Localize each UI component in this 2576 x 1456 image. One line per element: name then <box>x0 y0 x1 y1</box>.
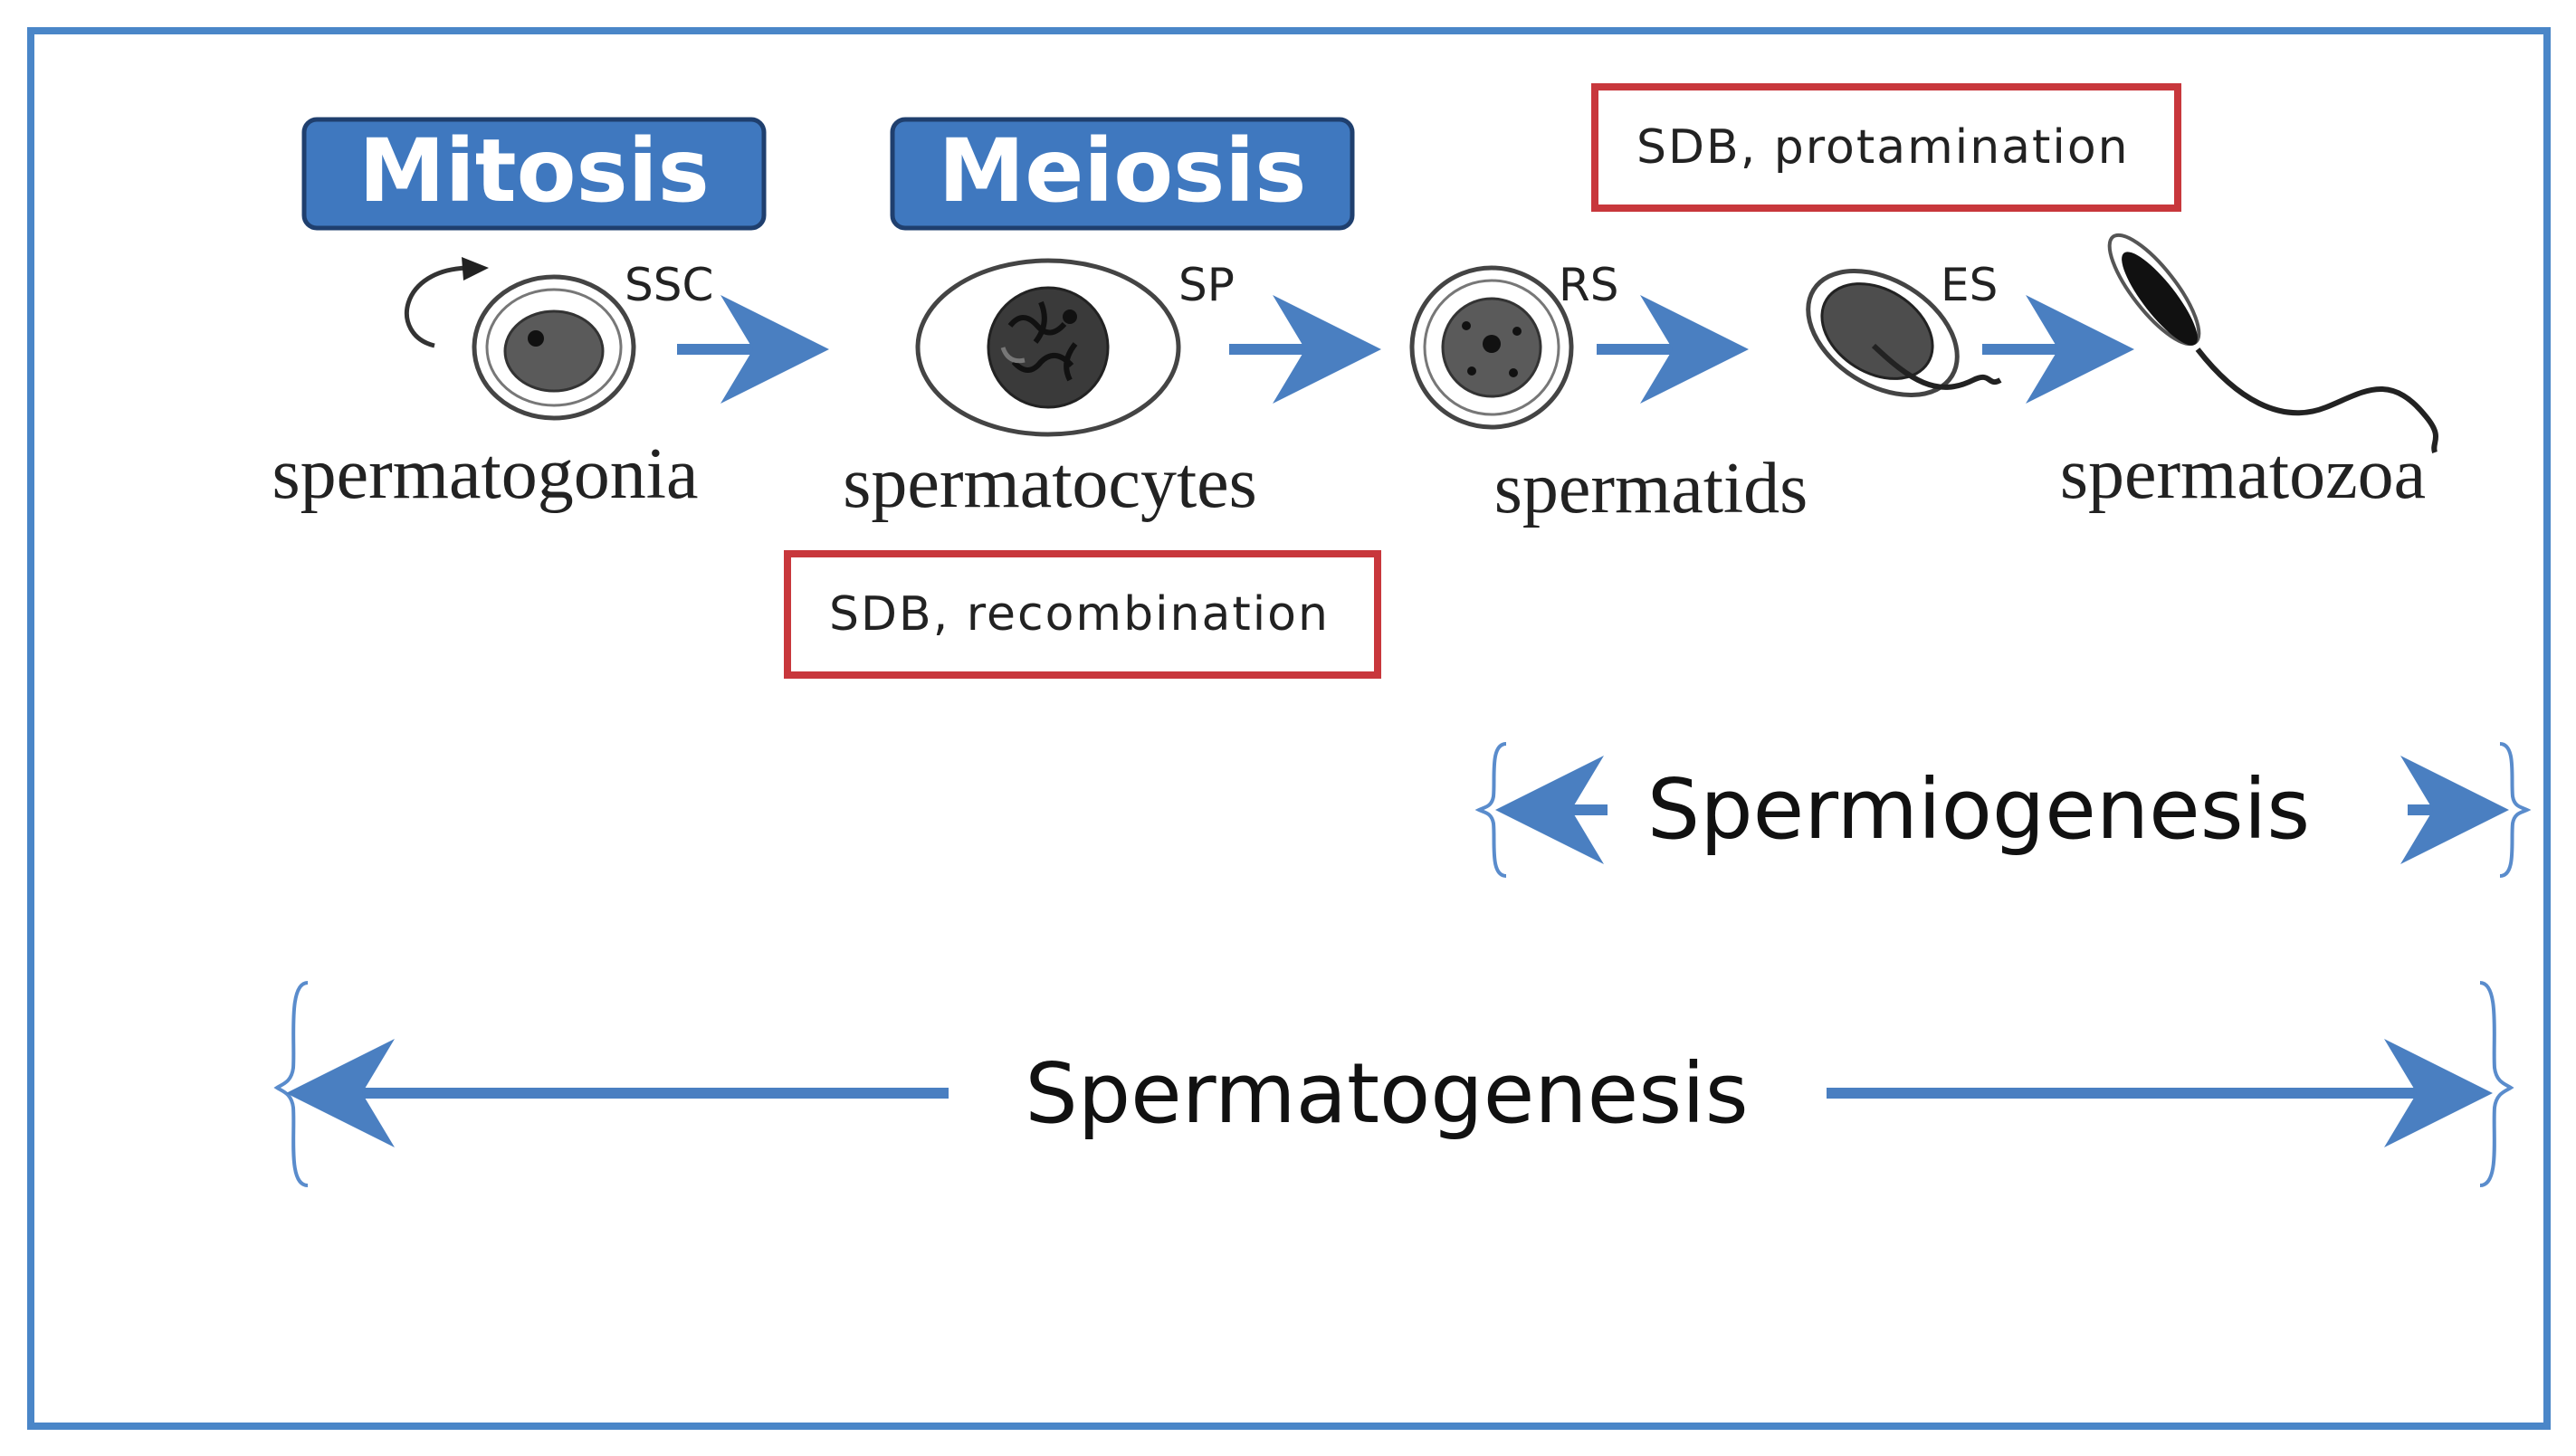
ssc-code: SSC <box>625 259 713 311</box>
es-code: ES <box>1941 259 1998 311</box>
spermiogenesis-span <box>1474 742 2532 878</box>
spermatocytes-label: spermatocytes <box>843 443 1257 523</box>
sperm-head <box>2122 252 2198 346</box>
spermatogenesis-label: Spermatogenesis <box>1025 1045 1748 1142</box>
mitosis-label: Mitosis <box>358 120 709 222</box>
ssc-cell <box>404 257 636 421</box>
sp-nucleus <box>987 286 1110 409</box>
spermatids-label: spermatids <box>1494 449 1808 528</box>
spermiogenesis-right-brace <box>2499 742 2532 878</box>
diagram-frame <box>27 27 2551 1430</box>
es-cell <box>1806 268 2002 398</box>
spermatogonia-label: spermatogonia <box>272 434 699 514</box>
protamination-text: SDB, protamination <box>1636 120 2130 175</box>
spermatogenesis-right-brace <box>2479 981 2514 1187</box>
meiosis-badge: Meiosis <box>890 117 1355 231</box>
rs-cell <box>1409 265 1574 430</box>
self-renewal-arrow-icon <box>404 265 472 348</box>
sp-code: SP <box>1178 259 1235 311</box>
rs-code: RS <box>1559 259 1618 311</box>
es-nucleus <box>1820 282 1934 380</box>
spermatozoon <box>2107 233 2438 453</box>
recombination-annotation: SDB, recombination <box>784 550 1381 679</box>
ssc-nucleus <box>503 309 605 393</box>
meiosis-label: Meiosis <box>939 120 1307 222</box>
spermiogenesis-left-brace <box>1474 742 1507 878</box>
spermatogenesis-left-brace <box>273 981 309 1187</box>
spermiogenesis-label: Spermiogenesis <box>1647 761 2310 858</box>
protamination-annotation: SDB, protamination <box>1591 83 2181 212</box>
sperm-tail <box>2195 347 2438 453</box>
sp-cell <box>915 258 1181 437</box>
recombination-text: SDB, recombination <box>829 587 1330 642</box>
mitosis-badge: Mitosis <box>301 117 767 231</box>
spermatozoa-label: spermatozoa <box>2060 434 2426 514</box>
spermatogenesis-span <box>273 981 2514 1187</box>
